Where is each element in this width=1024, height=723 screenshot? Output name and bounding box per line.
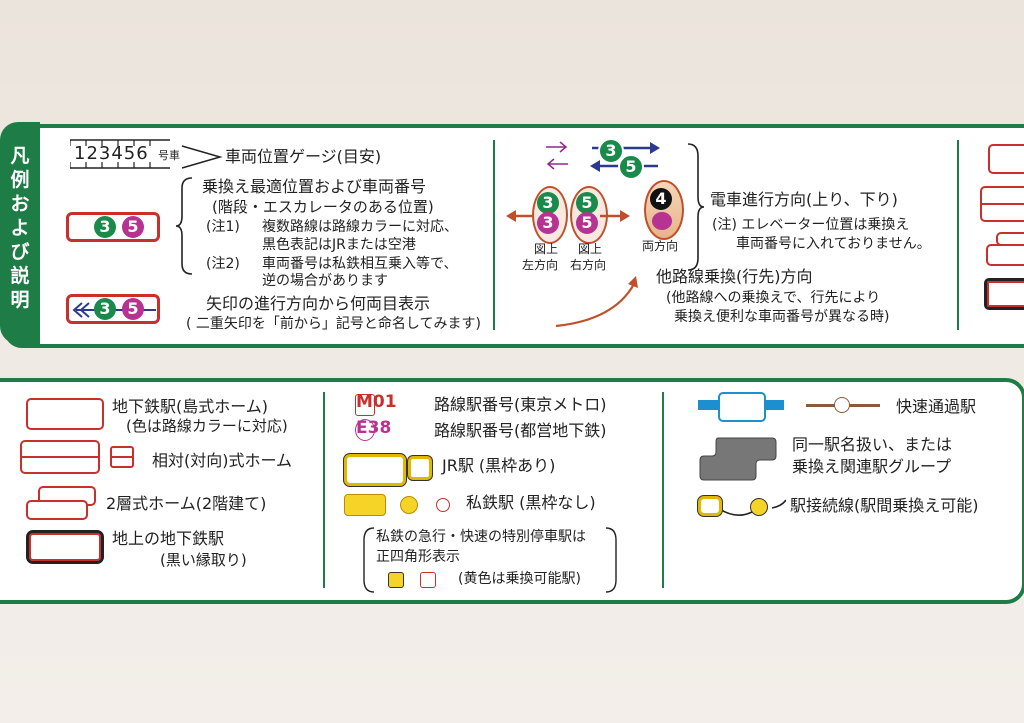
opposite-platform-small-divider (110, 456, 134, 458)
subway-island-icon (26, 398, 104, 430)
subway-island-note: (色は路線カラーに対応) (126, 417, 288, 435)
both-dir-label: 両方向 (642, 239, 679, 253)
dir-number-green-2: 5 (618, 154, 644, 180)
connection-start-node (698, 496, 722, 516)
private-station-ring (436, 498, 450, 512)
best-position-sub: (階段・エスカレータのある位置) (212, 198, 434, 216)
express-note2: 正四角形表示 (376, 549, 460, 565)
note1-tag: (注1) (206, 219, 240, 235)
subway-island-label: 地下鉄駅(島式ホーム) (112, 397, 269, 416)
legend-panel-bottom (0, 378, 1024, 604)
rapid-pass-node (834, 397, 850, 413)
brace-left (176, 177, 193, 275)
small-arrows-icon (546, 141, 568, 170)
train-dir-title: 電車進行方向(上り、下り) (710, 190, 898, 209)
legend-tab: 凡例および説明 (0, 122, 40, 344)
left-dir-label1: 図上 (534, 242, 559, 256)
opposite-platform-divider (20, 456, 100, 458)
divider-top-2 (957, 140, 959, 330)
transfer-note2: 乗換え便利な車両番号が異なる時) (674, 309, 890, 325)
opposite-platform-label: 相対(対向)式ホーム (152, 451, 293, 470)
note1-line1: 複数路線は路線カラーに対応、 (262, 219, 458, 235)
train-dir-note2: 車両番号に入れておりません。 (736, 236, 931, 252)
arrow-count-title: 矢印の進行方向から何両目表示 (206, 294, 431, 313)
train-dir-note1: (注) エレベーター位置は乗換え (712, 217, 910, 233)
left-dir-magenta: 3 (537, 212, 559, 234)
express-note1: 私鉄の急行・快速の特別停車駅は (376, 529, 586, 545)
connection-line-label: 駅接続線(駅間乗換え可能) (790, 496, 979, 515)
jr-station-icon (344, 454, 406, 486)
car-gauge (69, 138, 210, 174)
both-dir-magenta-dot (652, 212, 672, 230)
metro-code-label: 路線駅番号(東京メトロ) (434, 395, 607, 414)
station-group-shape (699, 437, 777, 481)
car-number-green: 3 (94, 216, 116, 238)
divider-bottom-2 (662, 392, 664, 588)
edge-box-4 (986, 244, 1024, 266)
brace-right (687, 143, 704, 271)
private-station-icon (344, 494, 386, 516)
right-direction-arrow-icon (600, 210, 630, 222)
big-arrows-icon (590, 142, 660, 172)
note2-line2: 逆の場合があります (262, 273, 388, 289)
car-number-magenta: 5 (122, 216, 144, 238)
express-note3: (黄色は乗換可能駅) (458, 571, 581, 587)
gauge-pointer (181, 145, 223, 169)
right-dir-green: 5 (576, 192, 598, 214)
jr-station-label: JR駅 (黒枠あり) (442, 456, 556, 475)
right-dir-magenta: 5 (576, 212, 598, 234)
edge-box-5 (984, 278, 1024, 310)
legend-tab-label: 凡例および説明 (10, 145, 30, 311)
two-level-label: 2層式ホーム(2階建て) (106, 494, 267, 513)
express-white-square (420, 572, 436, 588)
gauge-ticks (69, 139, 170, 169)
edge-box-1 (988, 144, 1024, 174)
private-station-dot (400, 496, 418, 514)
note2-line1: 車両番号は私鉄相互乗入等で、 (262, 256, 458, 272)
arrow-count-sub: ( 二重矢印を「前から」記号と命名してみます) (186, 316, 481, 332)
divider-bottom-1 (323, 392, 325, 588)
express-yellow-square (388, 572, 404, 588)
left-dir-green: 3 (537, 192, 559, 214)
toei-code-ring (355, 419, 375, 441)
right-dir-label2: 右方向 (570, 258, 607, 272)
same-station-line2: 乗換え関連駅グループ (792, 457, 952, 476)
elevated-subway-icon (26, 530, 104, 564)
left-dir-label2: 左方向 (522, 258, 559, 272)
two-level-icon-front (26, 500, 88, 520)
rapid-pass-box (718, 392, 766, 422)
toei-code-label: 路線駅番号(都営地下鉄) (434, 421, 607, 440)
elevated-subway-label: 地上の地下鉄駅 (112, 529, 225, 548)
arrow-count-number-magenta: 5 (122, 298, 144, 320)
legend-panel-top (4, 124, 1024, 348)
jr-station-small-icon (408, 456, 432, 480)
both-dir-number: 4 (650, 188, 672, 210)
metro-code-box (355, 394, 375, 416)
metro-code: M01 (356, 392, 397, 412)
both-direction-oval (644, 180, 684, 240)
gauge-digits: 123456 (74, 143, 149, 164)
express-brace (363, 527, 617, 593)
right-dir-label1: 図上 (578, 242, 603, 256)
gauge-label: 車両位置ゲージ(目安) (225, 147, 382, 166)
divider-top-1 (493, 140, 495, 330)
edge-box-2-line (980, 203, 1024, 205)
best-position-title: 乗換え最適位置および車両番号 (202, 177, 427, 196)
transfer-note1: (他路線への乗換えで、行先により (666, 290, 881, 306)
private-station-label: 私鉄駅 (黒枠なし) (466, 493, 596, 512)
arrow-count-number-green: 3 (94, 298, 116, 320)
dir-number-green: 3 (598, 138, 624, 164)
transfer-curve-arrow-icon (555, 276, 638, 328)
same-station-line1: 同一駅名扱い、または (792, 435, 953, 454)
transfer-title: 他路線乗換(行先)方向 (656, 267, 813, 286)
elevated-subway-note: (黒い縁取り) (160, 551, 247, 569)
note1-line2: 黒色表記はJRまたは空港 (262, 237, 416, 253)
gauge-suffix: 号車 (158, 149, 180, 162)
connection-end-node (750, 498, 768, 516)
note2-tag: (注2) (206, 256, 240, 272)
rapid-pass-label: 快速通過駅 (896, 397, 977, 416)
